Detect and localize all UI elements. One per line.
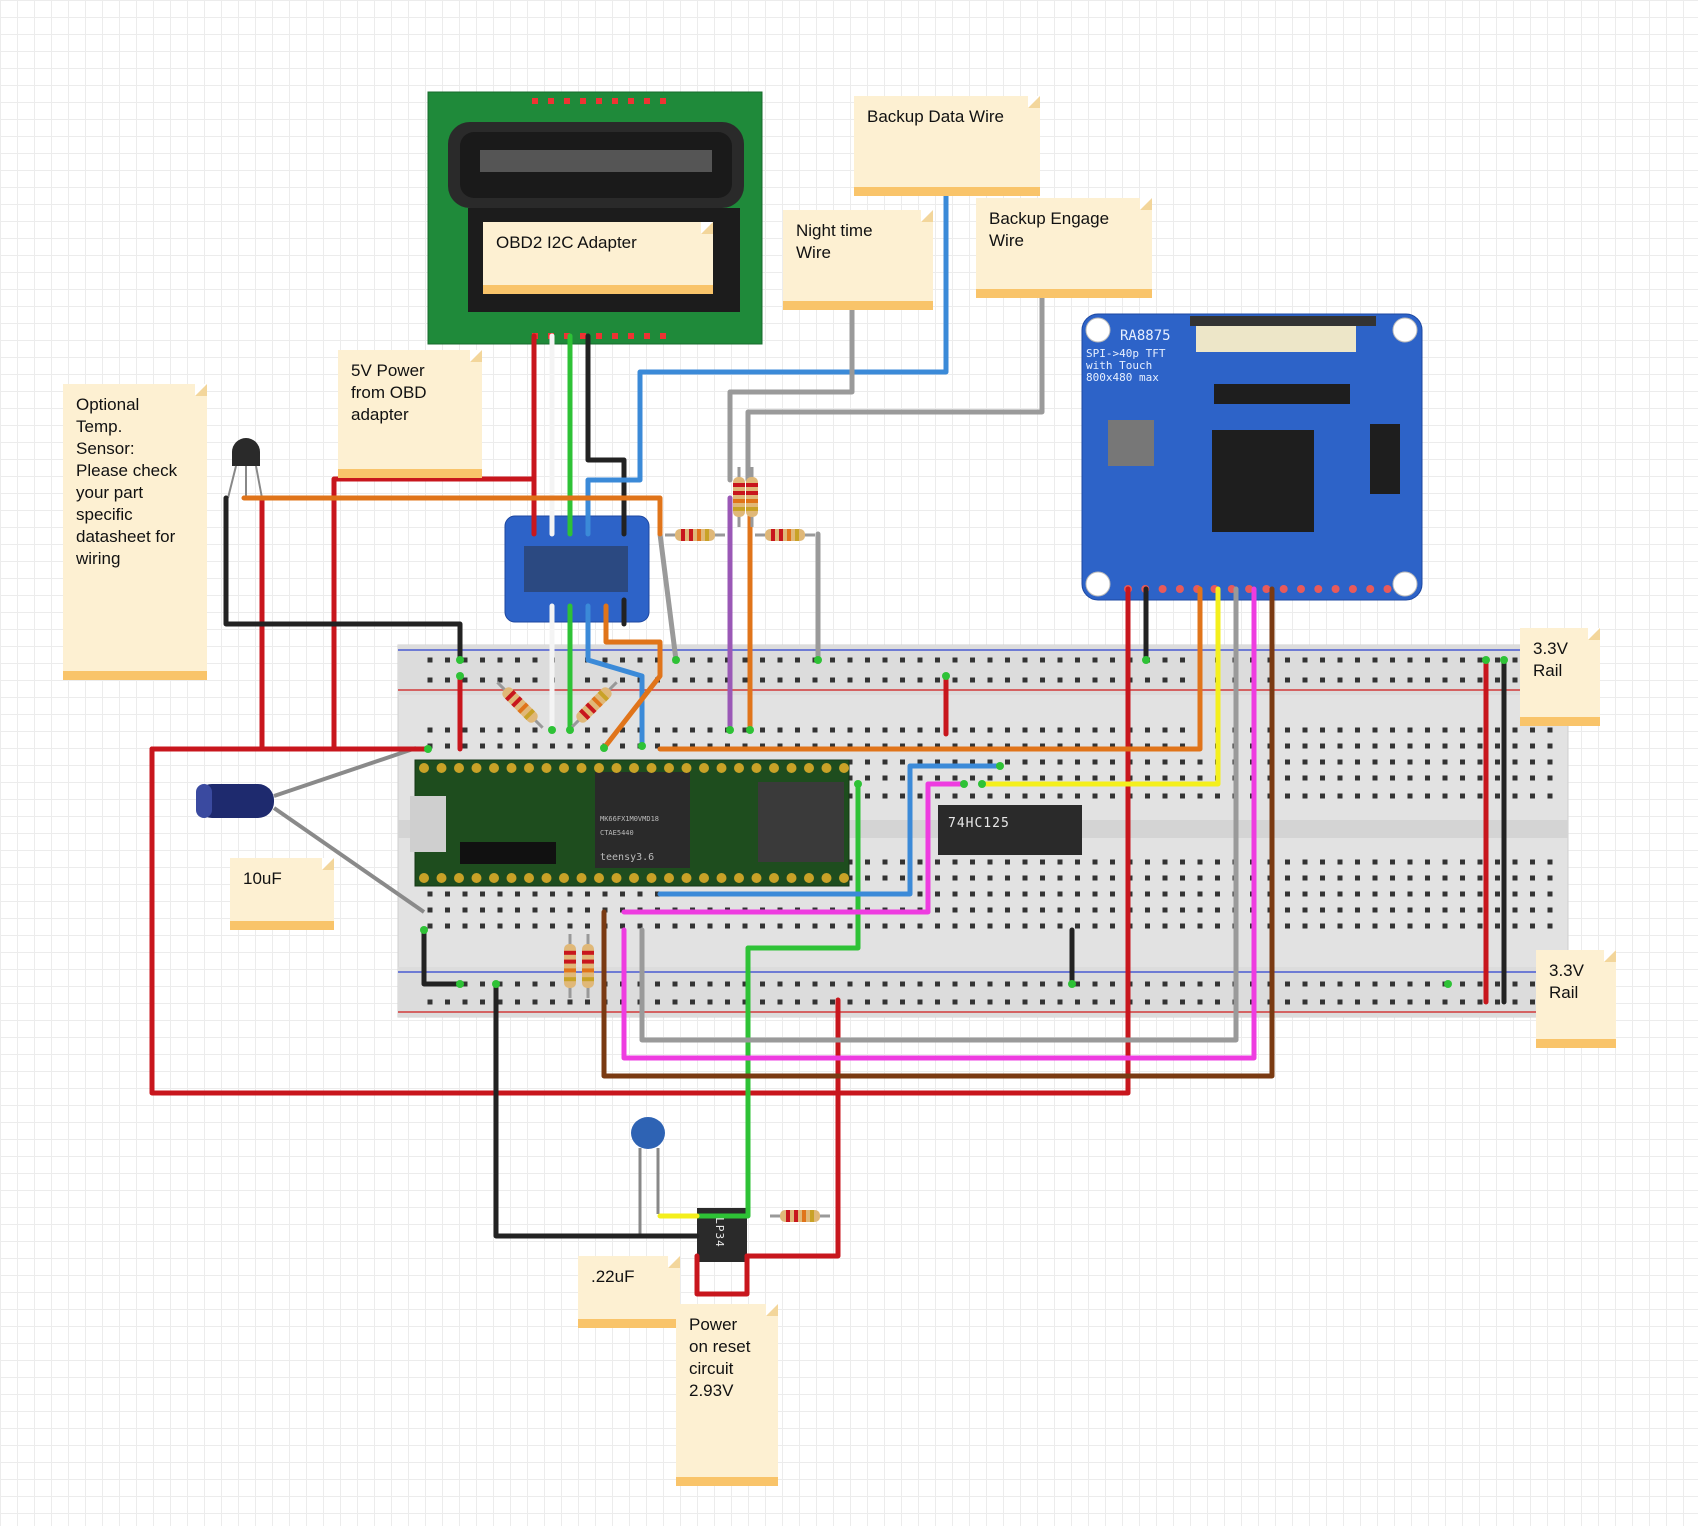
wire-black-rail-jumper-bottom xyxy=(421,927,463,987)
note-5v-power: 5V Power from OBD adapter xyxy=(338,350,482,478)
note-10uf: 10uF xyxy=(230,858,334,930)
note-3v3-rail-bottom: 3.3V Rail xyxy=(1536,950,1616,1048)
note-3v3-rail-top: 3.3V Rail xyxy=(1520,628,1600,726)
level-shifter xyxy=(504,515,650,623)
note-backup-engage-wire: Backup Engage Wire xyxy=(976,198,1152,298)
ra8875-subtitle: SPI->40p TFT with Touch 800x480 max xyxy=(1086,347,1166,384)
resistor-vertical-b xyxy=(746,467,758,527)
note-022uf: .22uF xyxy=(578,1256,680,1328)
wire-red-vin-loop xyxy=(149,586,1131,1096)
wire-gray-night-time xyxy=(727,307,855,483)
note-reset-circuit: Power on reset circuit 2.93V xyxy=(676,1304,778,1486)
capacitor-10uf xyxy=(196,746,426,914)
resistor-pullup-left xyxy=(665,529,725,541)
note-obd2-adapter: OBD2 I2C Adapter xyxy=(483,222,713,294)
resistor-bottom-a xyxy=(564,934,576,998)
wire-orange-ls xyxy=(601,603,663,751)
ra8875-title: RA8875 xyxy=(1120,328,1171,344)
note-backup-data-wire: Backup Data Wire xyxy=(854,96,1040,196)
wire-blue-backup-data xyxy=(585,193,949,537)
teensy-board xyxy=(410,759,850,887)
wire-orange-temp-data xyxy=(241,495,663,537)
resistor-vertical-a xyxy=(733,467,745,527)
obd2-adapter xyxy=(427,91,763,345)
wire-red-obd-5v xyxy=(331,333,537,752)
resistor-i2c-b xyxy=(570,681,618,729)
capacitor-022uf xyxy=(631,1117,665,1234)
resistor-reset xyxy=(770,1210,830,1222)
wire-yellow-mosi xyxy=(979,586,1221,787)
wire-orange-sck xyxy=(657,586,1203,752)
teensy-label: teensy3.6 xyxy=(600,852,655,863)
wire-black-obd-gnd xyxy=(585,333,627,537)
wire-magenta-cs-b xyxy=(621,586,1257,1061)
wire-red-reset-vin xyxy=(744,997,841,1259)
wire-gray-pullup-left xyxy=(657,531,679,663)
wire-black-temp-gnd xyxy=(223,495,463,663)
wire-gray-miso xyxy=(639,586,1239,1043)
note-temp-sensor: Optional Temp. Sensor: Please check your… xyxy=(63,384,207,680)
wire-gray-backup-engage xyxy=(745,295,1045,483)
wire-red-reset-loop xyxy=(694,1253,750,1297)
wire-magenta-cs-a xyxy=(621,781,967,915)
resistor-i2c-a xyxy=(496,681,544,729)
wire-black-reset-gnd xyxy=(493,981,700,1239)
temp-sensor xyxy=(227,438,263,499)
mcu-label: MK66FX1M0VMD18 CTAE5440 xyxy=(600,815,660,837)
note-night-time-wire: Night time Wire xyxy=(783,210,933,310)
wire-blue-buffer xyxy=(657,763,1003,897)
wire-blue-ls-out xyxy=(585,603,645,749)
wire-brown-rst xyxy=(601,586,1275,1079)
74hc125-label: 74HC125 xyxy=(948,816,1010,831)
ra8875-board xyxy=(1081,313,1423,601)
resistor-bottom-b xyxy=(582,934,594,998)
resistor-pullup-right xyxy=(755,529,815,541)
74hc125-chip xyxy=(938,805,1082,855)
reset-chip-label: LP34 xyxy=(712,1217,726,1248)
